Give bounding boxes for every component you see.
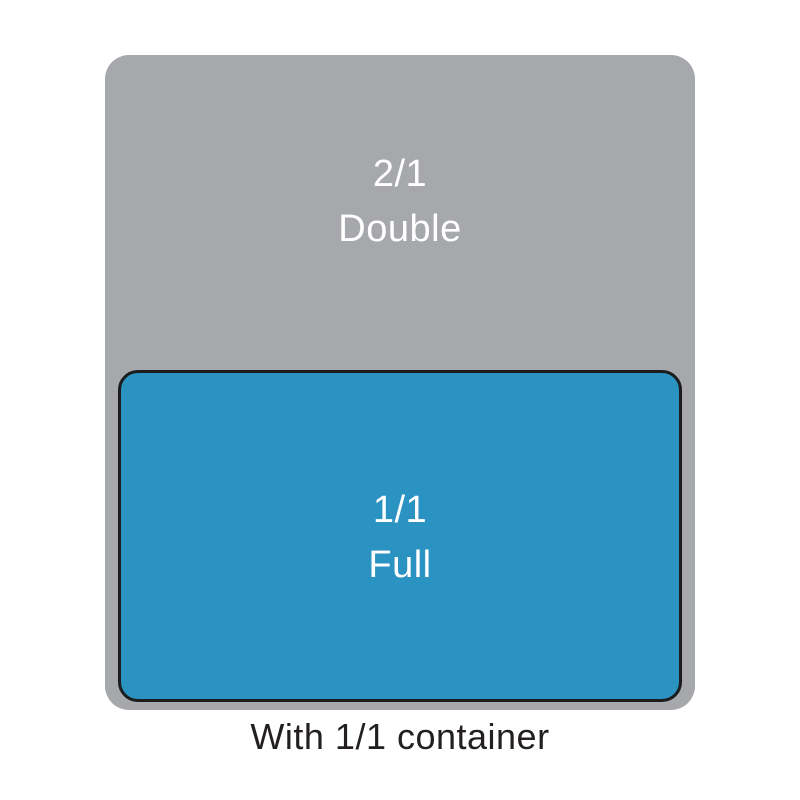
double-pan-name: Double bbox=[338, 208, 462, 251]
full-pan-name: Full bbox=[368, 544, 432, 587]
double-pan-size: 2/1 bbox=[372, 153, 428, 195]
caption: With 1/1 container bbox=[250, 716, 550, 757]
full-pan-size: 1/1 bbox=[372, 489, 428, 531]
double-pan-label: 2/1 Double bbox=[105, 147, 695, 257]
double-pan: 2/1 Double 1/1 Full bbox=[105, 55, 695, 710]
full-pan-label: 1/1 Full bbox=[121, 483, 679, 593]
full-pan: 1/1 Full bbox=[118, 370, 682, 702]
